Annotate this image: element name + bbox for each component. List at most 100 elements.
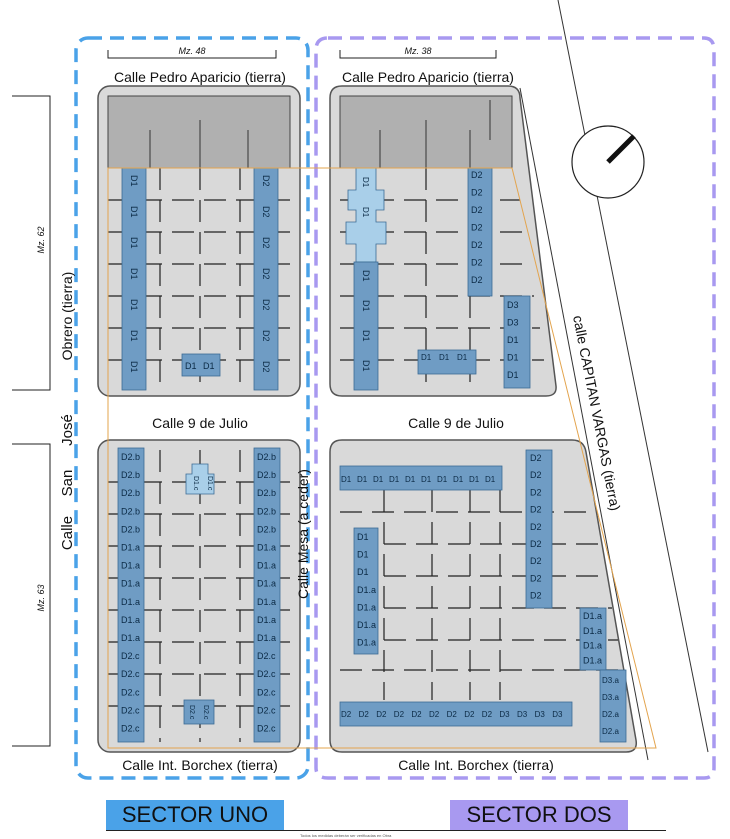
lot-code-label: D1.a bbox=[583, 626, 602, 636]
lot-code-label: D2 bbox=[464, 710, 475, 719]
street-label-middle-2: Calle 9 de Julio bbox=[408, 415, 504, 431]
lot-code-label: D2 bbox=[471, 223, 483, 233]
lot-code-label: D2.c bbox=[257, 724, 276, 734]
lot-code-label: D1.a bbox=[357, 638, 376, 648]
street-edge-line bbox=[519, 87, 649, 761]
built-area-nw bbox=[107, 95, 291, 169]
mz38-bracket bbox=[339, 50, 497, 59]
street-label-south-2: Calle Int. Borchex (tierra) bbox=[398, 757, 554, 773]
lot-code-label: D1.a bbox=[583, 611, 602, 621]
lot-code-label: D3 bbox=[517, 710, 528, 719]
lot-code-label: D2 bbox=[530, 539, 542, 549]
lot-labels-se-right: D1.aD1.aD1.aD1.a bbox=[583, 611, 602, 665]
lot-code-label: D2 bbox=[471, 275, 483, 285]
lot-code-label: D3 bbox=[552, 710, 563, 719]
lot-code-label: D1 bbox=[373, 475, 384, 484]
lot-code-label: D3.a bbox=[602, 676, 619, 685]
lot-row-se-bottom bbox=[339, 701, 573, 727]
lot-code-label: D1 bbox=[129, 175, 139, 187]
street-label-north-2: Calle Pedro Aparicio (tierra) bbox=[342, 69, 514, 85]
lot-code-label: D1 bbox=[361, 207, 370, 218]
lot-code-label: D1.a bbox=[583, 655, 602, 665]
lot-code-label: D1 bbox=[129, 206, 139, 218]
lot-column-sw-right bbox=[253, 447, 281, 743]
lot-row-se-top bbox=[339, 465, 503, 491]
lot-code-label: D1 bbox=[457, 353, 468, 362]
built-lines-ne bbox=[379, 100, 491, 168]
lot-code-label: D2.c bbox=[121, 705, 140, 715]
lot-code-label: D1 bbox=[357, 532, 369, 542]
lot-code-label: D1 bbox=[341, 475, 352, 484]
lot-code-label: D2 bbox=[471, 258, 483, 268]
lot-code-label: D1.a bbox=[257, 615, 276, 625]
lot-code-label: D1 bbox=[357, 550, 369, 560]
mz38-label: Mz. 38 bbox=[404, 46, 431, 56]
lot-pair-nw-center bbox=[181, 353, 221, 377]
lot-code-label: D1 bbox=[357, 475, 368, 484]
lot-code-label: D1 bbox=[405, 475, 416, 484]
lot-code-label: D1.a bbox=[257, 597, 276, 607]
lot-code-label: D2 bbox=[447, 710, 458, 719]
lot-code-label: D2 bbox=[261, 206, 271, 218]
lot-code-label: D2.b bbox=[257, 524, 276, 534]
mz62-label: Mz. 62 bbox=[36, 226, 46, 253]
lot-code-label: D2 bbox=[261, 361, 271, 373]
lot-code-label: D1 bbox=[421, 475, 432, 484]
street-label-san: San bbox=[59, 470, 76, 497]
lot-code-label: D2 bbox=[394, 710, 405, 719]
lot-code-label: D2.c bbox=[257, 687, 276, 697]
street-label-jose: José bbox=[59, 414, 76, 446]
lot-code-label: D2.b bbox=[121, 452, 140, 462]
lot-code-label: D2.b bbox=[257, 488, 276, 498]
lot-code-label: D1.a bbox=[583, 641, 602, 651]
lot-column-se-left bbox=[353, 527, 379, 655]
lot-code-label: D2 bbox=[471, 188, 483, 198]
lot-code-label: D2.a bbox=[602, 710, 619, 719]
lot-code-label: D1 bbox=[357, 567, 369, 577]
lot-code-label: D1 bbox=[507, 353, 519, 363]
lot-code-label: D1.a bbox=[121, 543, 140, 553]
lot-lines-sw bbox=[108, 450, 290, 742]
mz63-label: Mz. 63 bbox=[36, 584, 46, 611]
lot-code-label: D2 bbox=[341, 710, 352, 719]
mz63-bracket bbox=[12, 443, 51, 747]
lot-code-label: D2 bbox=[530, 556, 542, 566]
lot-labels-sw-right: D2.bD2.bD2.bD2.bD2.bD1.aD1.aD1.aD1.aD1.a… bbox=[257, 452, 276, 734]
lot-pair-sw-bottom bbox=[183, 699, 215, 725]
sector-dos-legend: SECTOR DOS bbox=[450, 800, 628, 830]
street-edge-line bbox=[557, 0, 709, 753]
street-label-mesa: Calle Mesa (a ceder) bbox=[295, 469, 311, 599]
property-boundary bbox=[107, 167, 657, 749]
lot-column-sw-left bbox=[117, 447, 145, 743]
lot-code-label: D1 bbox=[129, 361, 139, 373]
lot-code-label: D2.c bbox=[121, 724, 140, 734]
lot-code-label: D3.a bbox=[602, 693, 619, 702]
lot-code-label: D3 bbox=[535, 710, 546, 719]
sector-dos-outline bbox=[314, 36, 716, 780]
lot-code-label: D1 bbox=[185, 361, 197, 371]
lot-code-label: D2.b bbox=[121, 524, 140, 534]
street-label-calle: Calle bbox=[59, 516, 76, 550]
lot-column-se-center bbox=[525, 449, 553, 609]
lot-lines-nw bbox=[108, 168, 290, 388]
lot-code-label: D2 bbox=[471, 170, 483, 180]
lot-code-label: D1 bbox=[129, 330, 139, 342]
street-label-obrero: Obrero (tierra) bbox=[59, 272, 75, 361]
lot-code-label: D1.a bbox=[357, 620, 376, 630]
lot-code-label: D2 bbox=[530, 573, 542, 583]
lot-code-label: D2 bbox=[261, 330, 271, 342]
lot-column-ne-left bbox=[353, 261, 379, 391]
lot-code-label: D1 bbox=[361, 270, 371, 282]
lot-code-label: D1 bbox=[203, 361, 215, 371]
lot-code-label: D2 bbox=[261, 268, 271, 280]
lot-code-label: D1 bbox=[129, 237, 139, 249]
